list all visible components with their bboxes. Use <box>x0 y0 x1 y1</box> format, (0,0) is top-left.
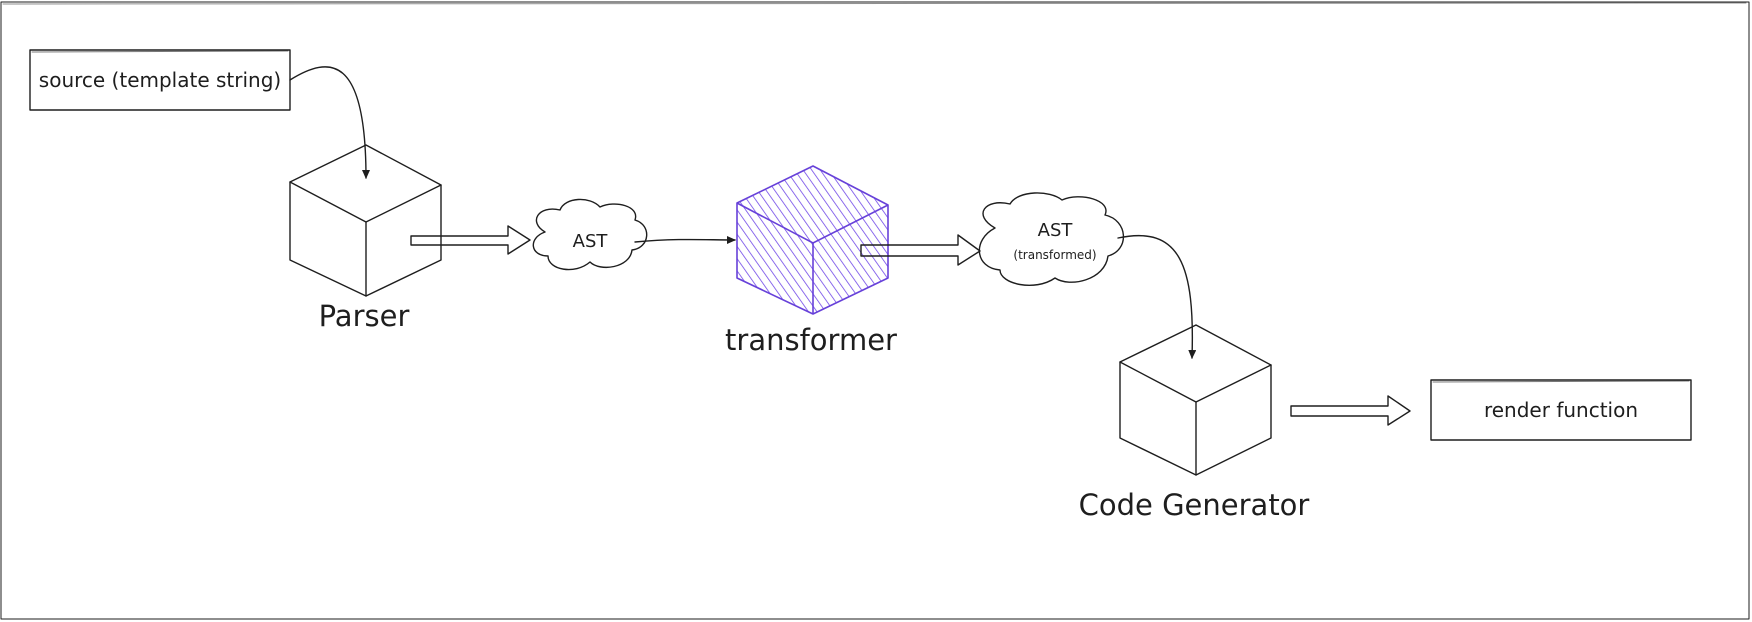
ast-transformed-cloud <box>978 192 1125 286</box>
transformer-label: transformer <box>725 323 897 357</box>
render-function-label: render function <box>1484 398 1638 422</box>
render-function-node: render function <box>1430 379 1692 441</box>
source-label: source (template string) <box>39 68 281 92</box>
parser-to-ast-arrow <box>410 225 531 255</box>
parser-cube <box>289 144 442 297</box>
source-to-parser-arrow <box>289 66 370 179</box>
ast-transformed-sublabel: (transformed) <box>1013 248 1096 262</box>
transformer-to-ast-transformed-arrow <box>860 234 981 266</box>
ast-cloud <box>532 198 648 271</box>
parser-label: Parser <box>319 299 410 333</box>
ast-to-transformer-arrow <box>634 235 736 244</box>
ast-transformed-to-codegen-arrow <box>1117 234 1197 359</box>
codegen-to-render-arrow <box>1290 395 1411 426</box>
transformer-cube <box>736 165 889 315</box>
ast-transformed-label: AST <box>1038 220 1074 241</box>
source-node: source (template string) <box>29 49 291 111</box>
ast-label: AST <box>573 231 609 252</box>
code-generator-label: Code Generator <box>1079 488 1310 522</box>
code-generator-cube <box>1119 324 1272 476</box>
